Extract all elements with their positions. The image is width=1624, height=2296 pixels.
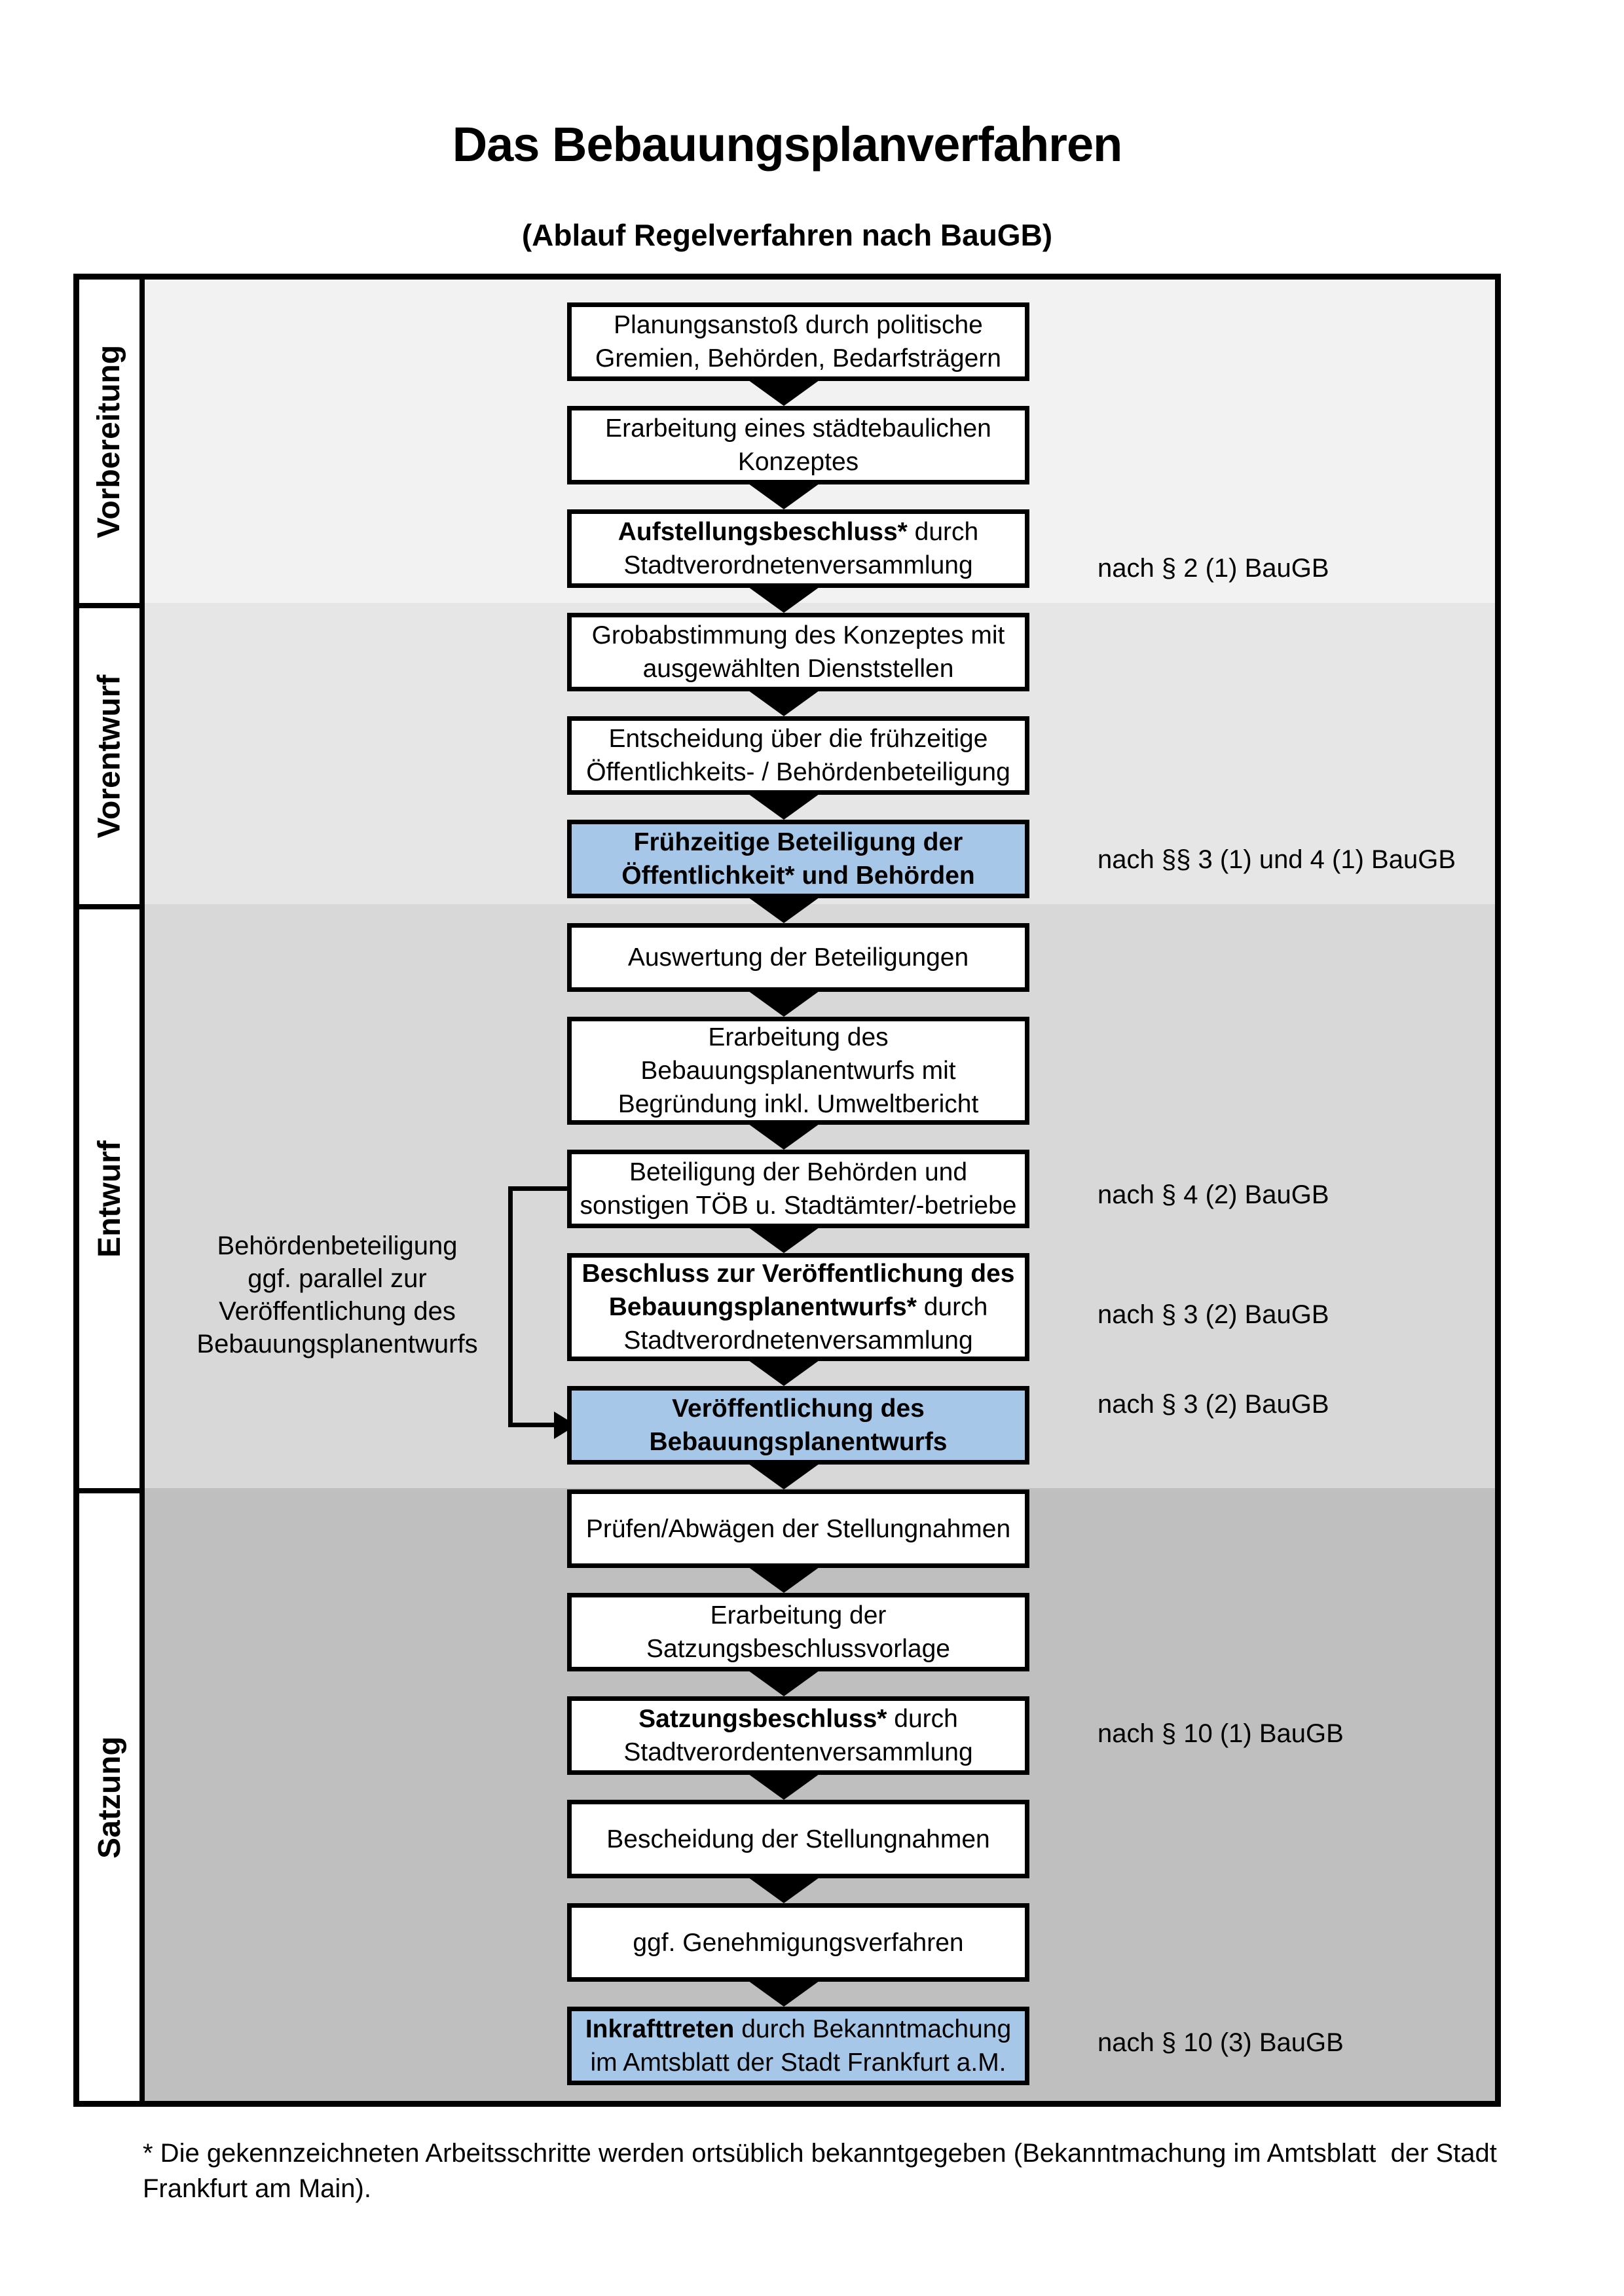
flow-arrow-down-icon [746, 989, 822, 1017]
flow-arrow-down-icon [746, 1669, 822, 1696]
flow-step: Beteiligung der Behörden und sonstigen TÖ… [567, 1150, 1029, 1228]
connector-horizontal-bottom [508, 1423, 554, 1427]
flow-step-text-line: Entscheidung über die frühzeitige [608, 725, 988, 753]
flow-step-text-line: Prüfen/Abwägen der Stellungnahmen [585, 1514, 1011, 1543]
flow-step-text-line: Beschluss zur Veröffentlichung des [581, 1260, 1015, 1288]
flow-arrow-down-icon [746, 896, 822, 923]
flow-step-text-line: Stadtverordnetenversammlung [623, 1326, 973, 1355]
phase-label-vorbereitung: Vorbereitung [92, 344, 127, 538]
flow-step-text-line: Satzungsbeschlussvorlage [646, 1635, 950, 1663]
legal-reference: nach § 10 (1) BauGB [1098, 1719, 1344, 1748]
flow-step-text-line: Erarbeitung der [710, 1601, 887, 1630]
flow-arrow-down-icon [746, 1122, 822, 1150]
legal-reference: nach § 2 (1) BauGB [1098, 554, 1329, 583]
page-subtitle: (Ablauf Regelverfahren nach BauGB) [521, 218, 1053, 252]
legal-reference: nach §§ 3 (1) und 4 (1) BauGB [1098, 845, 1456, 874]
side-note-line: Veröffentlichung des [219, 1297, 456, 1326]
flow-step-text-line: Inkrafttreten durch Bekanntmachung [585, 2015, 1012, 2043]
legal-reference: nach § 4 (2) BauGB [1098, 1180, 1329, 1209]
flow-arrow-down-icon [746, 792, 822, 820]
phase-label-satzung: Satzung [92, 1736, 127, 1859]
flow-step-text-line: Konzeptes [737, 448, 859, 476]
flow-arrow-down-icon [746, 1979, 822, 2007]
connector-vertical [508, 1186, 513, 1427]
flow-arrow-down-icon [746, 689, 822, 716]
flow-arrow-down-icon [746, 1876, 822, 1903]
flow-arrow-down-icon [746, 1358, 822, 1386]
flow-arrow-down-icon [746, 585, 822, 613]
flow-step: Prüfen/Abwägen der Stellungnahmen [567, 1489, 1029, 1568]
flow-step-text-line: sonstigen TÖB u. Stadtämter/-betriebe [580, 1192, 1017, 1220]
phase-cell-entwurf: Entwurf [79, 904, 145, 1488]
flow-step-text-line: Bebauungsplanentwurfs [649, 1428, 948, 1456]
flow-arrow-down-icon [746, 1462, 822, 1489]
footnote: * Die gekennzeichneten Arbeitsschritte w… [143, 2139, 1505, 2203]
legal-reference: nach § 3 (2) BauGB [1098, 1300, 1329, 1329]
connector-horizontal-top [508, 1186, 567, 1191]
flow-arrow-down-icon [746, 1772, 822, 1800]
side-note-line: ggf. parallel zur [248, 1264, 427, 1293]
flow-step-text-line: Planungsanstoß durch politische [614, 311, 983, 339]
flow-step-text-line: Öffentlichkeit* und Behörden [621, 862, 975, 890]
flow-step-text-line: Auswertung der Beteiligungen [627, 943, 969, 972]
legal-reference: nach § 3 (2) BauGB [1098, 1390, 1329, 1419]
legal-reference: nach § 10 (3) BauGB [1098, 2028, 1344, 2057]
flow-arrow-down-icon [746, 482, 822, 509]
flow-step-text-line: Veröffentlichung des [672, 1394, 925, 1423]
flow-step-text-line: ggf. Genehmigungsverfahren [633, 1928, 964, 1957]
flow-step-text-line: Erarbeitung des [708, 1023, 889, 1051]
flow-step-text-line: Frühzeitige Beteiligung der [633, 828, 963, 856]
phase-cell-vorbereitung: Vorbereitung [79, 280, 145, 603]
flow-step: Auswertung der Beteiligungen [567, 923, 1029, 992]
side-note-line: Bebauungsplanentwurfs [196, 1330, 478, 1358]
phase-cell-satzung: Satzung [79, 1488, 145, 2101]
flow-step-text-line: Begründung inkl. Umweltbericht [618, 1090, 979, 1118]
flow-step: ggf. Genehmigungsverfahren [567, 1903, 1029, 1982]
flow-step-text-line: im Amtsblatt der Stadt Frankfurt a.M. [590, 2049, 1006, 2077]
side-note-line: Behördenbeteiligung [217, 1231, 458, 1260]
phase-cell-vorentwurf: Vorentwurf [79, 603, 145, 904]
flow-step: Grobabstimmung des Konzeptes mit ausgewäh… [567, 613, 1029, 691]
flow-arrow-down-icon [746, 1565, 822, 1593]
page-title: Das Bebauungsplanverfahren [452, 117, 1123, 172]
flow-step-text-line: Stadtverordentenversammlung [623, 1738, 973, 1766]
flow-step-text-line: Bebauungsplanentwurfs* durch [608, 1293, 988, 1321]
flow-step-text-line: Beteiligung der Behörden und [629, 1158, 968, 1186]
flow-step: Bescheidung der Stellungnahmen [567, 1800, 1029, 1878]
phase-label-entwurf: Entwurf [92, 1140, 127, 1258]
flow-step-text-line: Bescheidung der Stellungnahmen [606, 1825, 990, 1853]
flow-step-text-line: Bebauungsplanentwurfs mit [640, 1057, 956, 1085]
flow-step-text-line: Erarbeitung eines städtebaulichen [605, 414, 991, 443]
flow-step-text-line: ausgewählten Dienststellen [642, 655, 954, 683]
flow-step-text-line: Öffentlichkeits- / Behördenbeteiligung [586, 758, 1010, 786]
flow-arrow-down-icon [746, 378, 822, 406]
flow-arrow-down-icon [746, 1226, 822, 1253]
flow-step-text-line: Aufstellungsbeschluss* durch [618, 518, 979, 546]
flow-step-text-line: Satzungsbeschluss* durch [638, 1705, 958, 1733]
flow-step-text-line: Stadtverordnetenversammlung [623, 551, 973, 579]
flow-step-text-line: Gremien, Behörden, Bedarfsträgern [595, 344, 1001, 373]
flow-step-highlighted: Inkrafttreten durch Bekanntmachung im Amt… [567, 2007, 1029, 2085]
flow-step-text-line: Grobabstimmung des Konzeptes mit [591, 621, 1005, 649]
phase-label-vorentwurf: Vorentwurf [92, 674, 127, 838]
